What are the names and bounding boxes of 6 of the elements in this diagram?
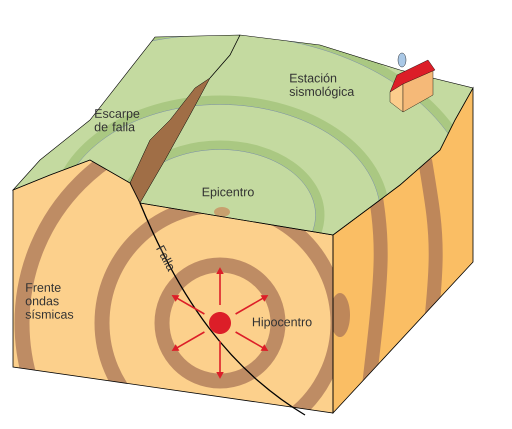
- part-label: Escarpe de falla: [94, 109, 140, 132]
- part-label: Estación sismológica: [290, 73, 354, 98]
- part-label: Falla: [156, 245, 174, 272]
- part-label: Epicentro: [202, 187, 254, 199]
- part-label: Frente ondas sísmicas: [26, 283, 74, 319]
- part-label: Hipocentro: [252, 317, 312, 329]
